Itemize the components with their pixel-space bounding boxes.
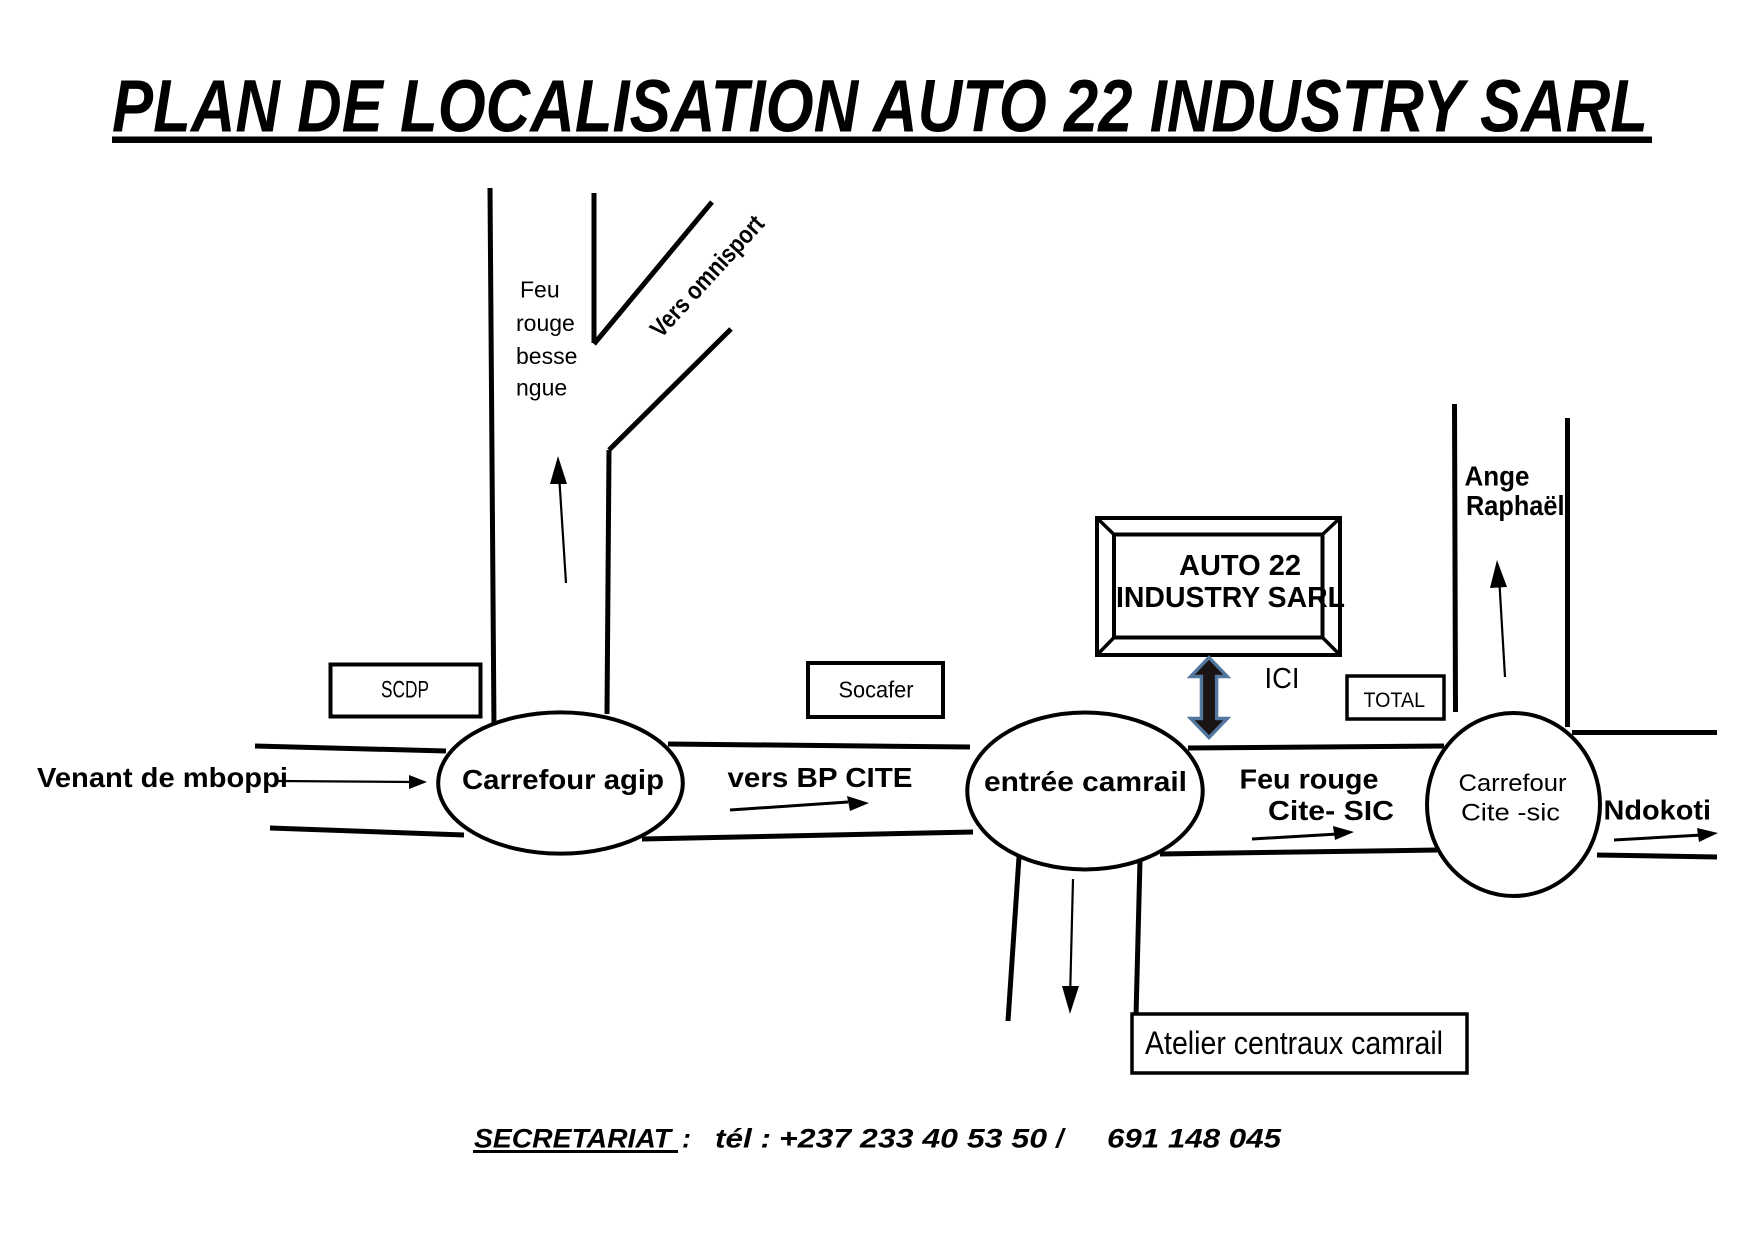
svg-text:+237 233 40 53 50: +237 233 40 53 50	[779, 1124, 1047, 1154]
svg-text:Feu: Feu	[520, 277, 560, 303]
svg-text:Raphaël: Raphaël	[1466, 490, 1565, 521]
svg-text:Carrefour agip: Carrefour agip	[462, 764, 664, 795]
svg-text:entrée camrail: entrée camrail	[984, 766, 1187, 797]
svg-text:Socafer: Socafer	[839, 677, 914, 703]
svg-text:INDUSTRY SARL: INDUSTRY SARL	[1116, 582, 1345, 614]
svg-text:SECRETARIAT: SECRETARIAT	[474, 1124, 674, 1154]
svg-text:ICI: ICI	[1265, 663, 1300, 695]
svg-text:vers BP CITE: vers BP CITE	[728, 762, 913, 793]
svg-text:SCDP: SCDP	[381, 677, 429, 704]
svg-text:tél :: tél :	[715, 1124, 771, 1154]
svg-text:besse: besse	[516, 343, 577, 369]
svg-text:AUTO 22: AUTO 22	[1179, 550, 1301, 582]
svg-text:Cite- SIC: Cite- SIC	[1268, 795, 1394, 826]
svg-text:rouge: rouge	[516, 310, 575, 336]
svg-text:Atelier centraux camrail: Atelier centraux camrail	[1145, 1025, 1443, 1061]
svg-text:Carrefour: Carrefour	[1459, 770, 1567, 797]
svg-text:TOTAL: TOTAL	[1364, 689, 1426, 712]
svg-text:691 148 045: 691 148 045	[1107, 1124, 1282, 1154]
svg-text:PLAN DE LOCALISATION AUTO 22 I: PLAN DE LOCALISATION AUTO 22 INDUSTRY SA…	[112, 65, 1648, 148]
svg-text::: :	[682, 1124, 691, 1154]
svg-text:/: /	[1055, 1124, 1066, 1154]
svg-text:Venant de mboppi: Venant de mboppi	[37, 762, 288, 793]
svg-text:Feu rouge: Feu rouge	[1240, 764, 1379, 795]
svg-text:ngue: ngue	[516, 375, 567, 401]
svg-text:Cite -sic: Cite -sic	[1461, 800, 1560, 827]
svg-text:Ndokoti: Ndokoti	[1604, 795, 1712, 826]
svg-text:Ange: Ange	[1465, 461, 1530, 492]
